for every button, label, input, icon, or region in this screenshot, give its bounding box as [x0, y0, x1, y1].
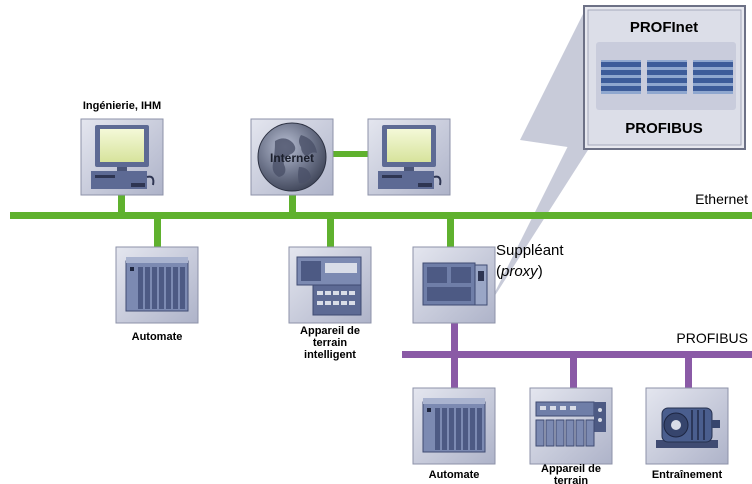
- ethernet-bus-label: Ethernet: [695, 191, 748, 207]
- callout-wedge: [520, 8, 588, 150]
- callout-wedge-lower: [487, 110, 588, 308]
- proxy-label: Suppléant (proxy): [496, 240, 564, 282]
- automate-bottom-label: Automate: [428, 469, 480, 481]
- ethernet-drop-automate: [154, 217, 161, 249]
- profibus-drop-automate: [451, 356, 458, 390]
- automate-top-label: Automate: [131, 331, 183, 343]
- internet-label: Internet: [270, 151, 314, 165]
- engineering-hmi-computer: [80, 118, 164, 196]
- ethernet-bus: [10, 212, 752, 219]
- field-device-bottom: [529, 387, 613, 465]
- profibus-bus: [402, 351, 752, 358]
- plc-automate-top: [115, 246, 199, 324]
- ethernet-drop-smart-field: [327, 217, 334, 249]
- field-bottom-label-line1: Appareil de: [541, 463, 601, 475]
- internet-globe: Internet: [250, 118, 334, 196]
- ethernet-drop-internet: [289, 194, 296, 214]
- smart-field-label-line3: intelligent: [304, 349, 356, 361]
- drive-label: Entraînement: [651, 469, 723, 481]
- proxy-paren-close: ): [537, 263, 543, 280]
- ethernet-drop-proxy: [447, 217, 454, 249]
- field-device-bottom-label: Appareil de terrain: [511, 463, 631, 484]
- callout-top-label: PROFInet: [630, 19, 698, 36]
- smart-field-label-line2: terrain: [312, 337, 348, 349]
- smart-field-device: [288, 246, 372, 324]
- profibus-bus-label: PROFIBUS: [676, 330, 748, 346]
- profibus-drop-proxy: [451, 320, 458, 354]
- proxy-paren-open: (: [496, 263, 501, 280]
- smart-field-device-label: Appareil de terrain intelligent: [270, 325, 390, 361]
- internet-link: [330, 151, 370, 157]
- field-bottom-label-line2: terrain: [553, 475, 589, 484]
- proxy-label-line1: Suppléant: [496, 242, 564, 259]
- proxy-label-line2: (proxy): [496, 261, 564, 282]
- plc-automate-bottom: [412, 387, 496, 465]
- profinet-module-icons: [601, 60, 733, 94]
- proxy-word: proxy: [501, 263, 538, 280]
- callout-bottom-label: PROFIBUS: [625, 120, 703, 137]
- proxy-device: [412, 246, 496, 324]
- ethernet-drop-engineering: [118, 194, 125, 214]
- profibus-drop-drive: [685, 356, 692, 390]
- drive-motor: [645, 387, 729, 465]
- profinet-callout-box: PROFInet PROFIBUS: [583, 5, 746, 150]
- engineering-hmi-label: Ingénierie, IHM: [82, 100, 162, 112]
- remote-computer: [367, 118, 451, 196]
- smart-field-label-line1: Appareil de: [300, 325, 360, 337]
- profibus-drop-field: [570, 356, 577, 390]
